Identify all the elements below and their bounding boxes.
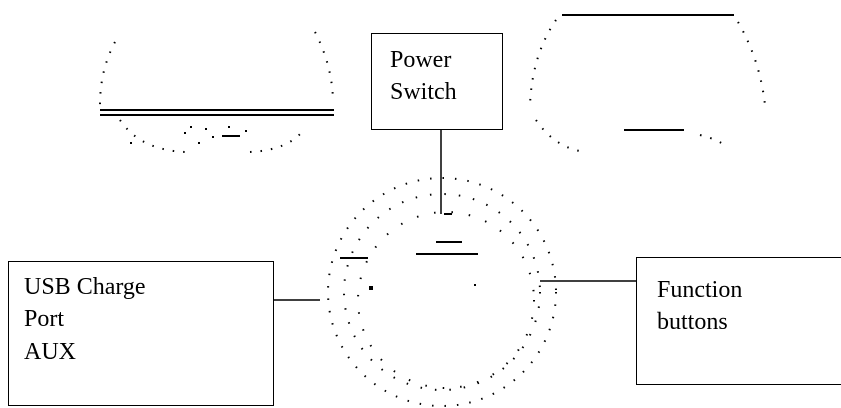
left-earcup-outline [99, 31, 334, 153]
power-switch-callout: Power Switch [371, 33, 503, 130]
usb-label-line-3: AUX [24, 338, 76, 365]
leader-lines [274, 130, 636, 301]
function-buttons-callout: Function buttons [636, 257, 841, 385]
power-switch-label-line-1: Power [390, 47, 452, 73]
right-earcup-top [562, 14, 734, 131]
usb-label-line-2: Port [24, 306, 65, 333]
front-view-rings [327, 177, 557, 407]
function-label-line-2: buttons [657, 309, 728, 336]
function-label-line-1: Function [657, 277, 743, 303]
right-earcup-outline [529, 19, 766, 153]
front-view-dots [369, 284, 476, 290]
power-switch-mark [340, 213, 478, 259]
power-switch-label-line-2: Switch [390, 79, 457, 106]
left-earcup-base [100, 109, 334, 137]
usb-charge-port-callout: USB Charge Port AUX [8, 261, 274, 406]
usb-label-line-1: USB Charge [24, 274, 146, 300]
left-earcup-dots [130, 126, 247, 144]
